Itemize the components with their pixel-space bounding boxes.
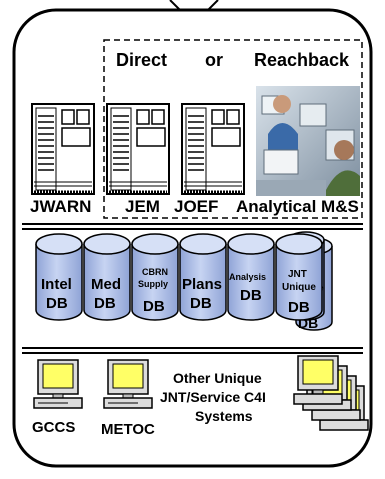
label-gccs: GCCS	[32, 419, 75, 436]
label-other-line3: Systems	[195, 408, 253, 424]
db-intel-line1: Intel	[41, 276, 72, 293]
db-intel-line2: DB	[46, 295, 68, 312]
label-metoc: METOC	[101, 421, 155, 438]
db-cylinder-intel	[35, 233, 83, 321]
label-jem: JEM	[125, 197, 160, 216]
db-jnt-line1: JNT	[288, 269, 307, 280]
workstation-icon-jwarn	[31, 103, 95, 195]
db-plans-line1: Plans	[182, 276, 222, 293]
divider-bottom	[22, 347, 363, 354]
computer-icon-metoc	[103, 359, 153, 409]
banner-or: or	[205, 50, 223, 70]
db-cbrn-line2: DB	[143, 298, 165, 315]
divider-top	[22, 223, 363, 230]
db-cylinder-plans	[179, 233, 227, 321]
banner-reachback: Reachback	[254, 50, 350, 70]
reachback-dashed-box	[103, 39, 363, 219]
db-med-line1: Med	[91, 276, 121, 293]
db-analysis-line2: DB	[240, 287, 262, 304]
label-analytical-ms: Analytical M&S	[236, 197, 359, 216]
workstation-icon-joef	[181, 103, 245, 195]
db-cylinder-analysis	[227, 233, 275, 321]
label-jwarn: JWARN	[30, 197, 91, 216]
analysts-photo	[256, 86, 360, 196]
db-plans-line2: DB	[190, 295, 212, 312]
db-cbrn-line1: CBRN	[142, 267, 168, 277]
computer-icon-gccs	[33, 359, 83, 409]
db-analysis-line1: Analysis	[229, 272, 266, 282]
db-cylinder-med	[83, 233, 131, 321]
db-cbrn-line1b: Supply	[138, 279, 168, 289]
db-cylinder-jnt-unique	[275, 233, 323, 321]
db-jnt-line2: DB	[288, 299, 310, 316]
label-other-line1: Other Unique	[173, 370, 262, 386]
workstation-icon-jem	[106, 103, 170, 195]
db-cylinder-cbrn-supply	[131, 233, 179, 321]
computer-stack-icon-other	[293, 355, 369, 431]
db-med-line2: DB	[94, 295, 116, 312]
db-jnt-line1b: Unique	[282, 282, 316, 293]
label-other-line2: JNT/Service C4I	[160, 389, 266, 405]
label-joef: JOEF	[174, 197, 218, 216]
banner-direct: Direct	[116, 50, 167, 70]
